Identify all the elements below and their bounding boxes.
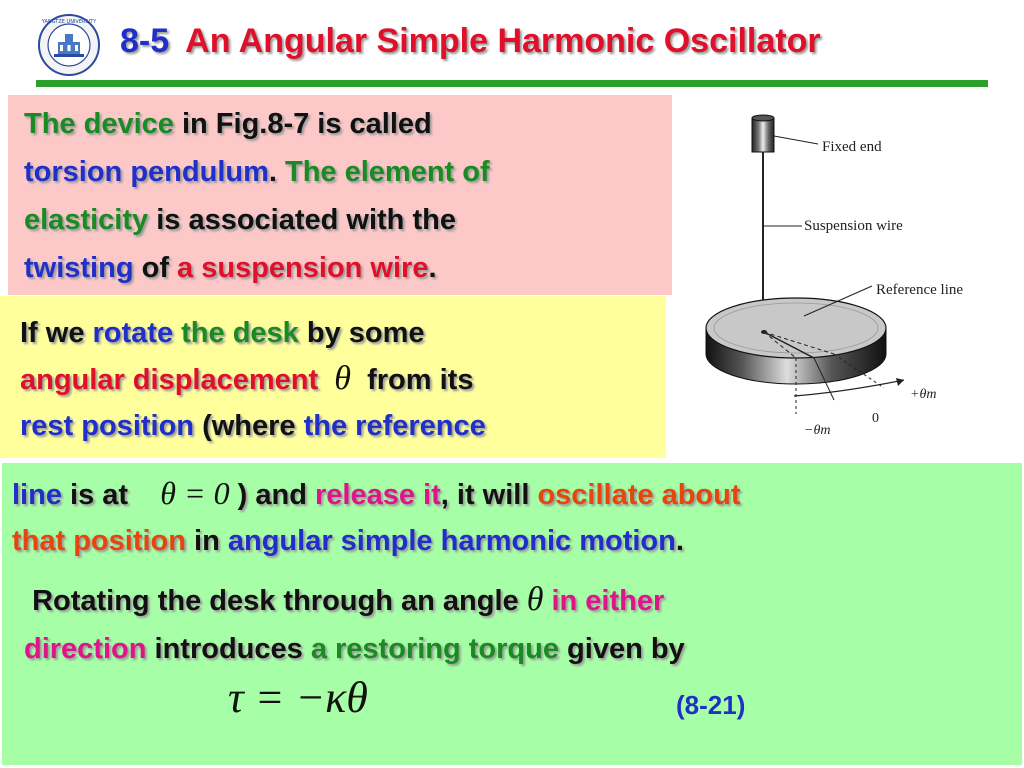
text-span: line <box>12 479 62 511</box>
text-span: . <box>428 252 437 284</box>
label-zero: 0 <box>872 411 879 426</box>
text-span: twisting <box>24 252 134 284</box>
green-text-box <box>2 463 1022 765</box>
text-span: The element of <box>285 156 490 188</box>
text-span: in <box>185 525 228 557</box>
label-fixed-end: Fixed end <box>822 139 882 155</box>
text-span: The device <box>24 108 174 140</box>
theta-symbol: θ <box>334 360 351 397</box>
paragraph-torsion-pendulum: The device in Fig.8-7 is called torsion … <box>24 100 490 292</box>
section-number: 8-5 <box>120 22 170 60</box>
reference-leader <box>803 285 873 317</box>
torque-equation: τ = −κθ <box>228 673 368 722</box>
text-span: that position <box>12 525 186 557</box>
reference-line <box>763 331 815 359</box>
logo-text: YANGTZE UNIVERSITY <box>41 19 97 25</box>
text-span: of <box>133 252 178 284</box>
text-span: oscillate about <box>537 479 741 511</box>
text-span: by some <box>298 317 425 349</box>
zero-marker-line <box>813 357 835 401</box>
text-span: given by <box>558 633 685 665</box>
plus-marker-line <box>833 353 885 389</box>
label-suspension-wire: Suspension wire <box>804 218 903 234</box>
text-span: elasticity <box>24 204 149 236</box>
angle-arc <box>793 379 905 397</box>
text-span: a suspension wire <box>177 252 429 284</box>
university-logo: YANGTZE UNIVERSITY <box>38 14 100 76</box>
disk <box>705 297 887 385</box>
text-span: rotate <box>92 317 174 349</box>
text-span: direction <box>24 633 147 665</box>
text-span: , it will <box>440 479 538 511</box>
text-span: (where <box>194 410 304 442</box>
label-minus-theta-m: −θm <box>804 423 830 438</box>
text-span: from its <box>359 364 474 396</box>
text-span: angular simple harmonic motion <box>227 525 676 557</box>
theta-equals-zero: θ = 0 <box>160 475 230 511</box>
fixed-end-leader <box>773 135 819 145</box>
title-divider <box>36 80 988 87</box>
text-span: . <box>675 525 684 557</box>
text-span: in Fig.8-7 is called <box>173 108 432 140</box>
label-reference-line: Reference line <box>876 282 963 298</box>
theta-symbol: θ <box>526 581 544 618</box>
paragraph-release: line is at θ = 0 ) and release it, it wi… <box>12 470 741 564</box>
torsion-pendulum-figure: Fixed end Suspension wire Reference line… <box>705 114 963 438</box>
label-plus-theta-m: +θm <box>910 387 936 402</box>
text-span: is associated with the <box>148 204 456 236</box>
text-span: angular displacement <box>20 364 319 396</box>
yellow-text-box <box>0 296 666 458</box>
text-span: in either <box>543 585 665 617</box>
page-title: 8-5 An Angular Simple Harmonic Oscillator <box>120 22 821 61</box>
text-span: the reference <box>303 410 486 442</box>
text-span: a restoring torque <box>310 633 559 665</box>
text-span: torsion pendulum <box>24 156 269 188</box>
text-span: introduces <box>146 633 311 665</box>
text-span: Rotating the desk through an angle <box>32 585 527 617</box>
text-span: If we <box>20 317 93 349</box>
paragraph-restoring-torque: Rotating the desk through an angle θ in … <box>24 576 685 673</box>
equation-number: (8-21) <box>676 690 746 720</box>
text-span: ) and <box>237 479 316 511</box>
section-title: An Angular Simple Harmonic Oscillator <box>185 22 821 60</box>
pink-text-box <box>8 95 672 295</box>
fixed-end-block <box>751 114 775 153</box>
text-span: release it <box>315 479 441 511</box>
text-span: is at <box>61 479 137 511</box>
paragraph-rotate-desk: If we rotate the desk by some angular di… <box>20 310 486 449</box>
text-span: . <box>268 156 285 188</box>
text-span: rest position <box>20 410 195 442</box>
reference-line-plus <box>763 331 835 355</box>
text-span: the desk <box>173 317 299 349</box>
